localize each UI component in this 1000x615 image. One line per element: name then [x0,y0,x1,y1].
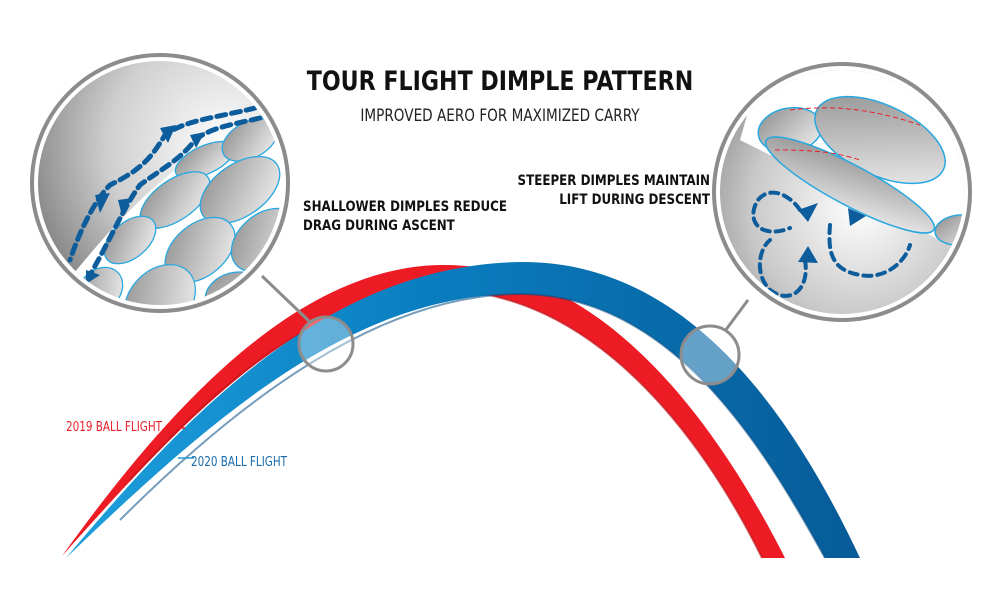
flight-path-2020 [66,261,860,559]
descent-focus-circle [679,299,750,386]
ascent-focus-circle [260,274,355,373]
ascent-callout: SHALLOWER DIMPLES REDUCE DRAG DURING ASC… [303,198,507,236]
descent-callout-line1: STEEPER DIMPLES MAINTAIN [517,173,710,189]
ascent-magnifier [30,53,290,313]
legend-label-2019: 2019 BALL FLIGHT [66,420,162,435]
descent-callout: STEEPER DIMPLES MAINTAIN LIFT DURING DES… [505,172,710,210]
ascent-callout-line2: DRAG DURING ASCENT [303,218,455,234]
diagram-subtitle: IMPROVED AERO FOR MAXIMIZED CARRY [360,106,640,126]
legend-label-2020: 2020 BALL FLIGHT [191,455,287,470]
descent-magnifier [712,62,972,322]
descent-callout-line2: LIFT DURING DESCENT [559,192,710,208]
diagram-title: TOUR FLIGHT DIMPLE PATTERN [306,66,694,97]
ascent-callout-line1: SHALLOWER DIMPLES REDUCE [303,199,507,215]
